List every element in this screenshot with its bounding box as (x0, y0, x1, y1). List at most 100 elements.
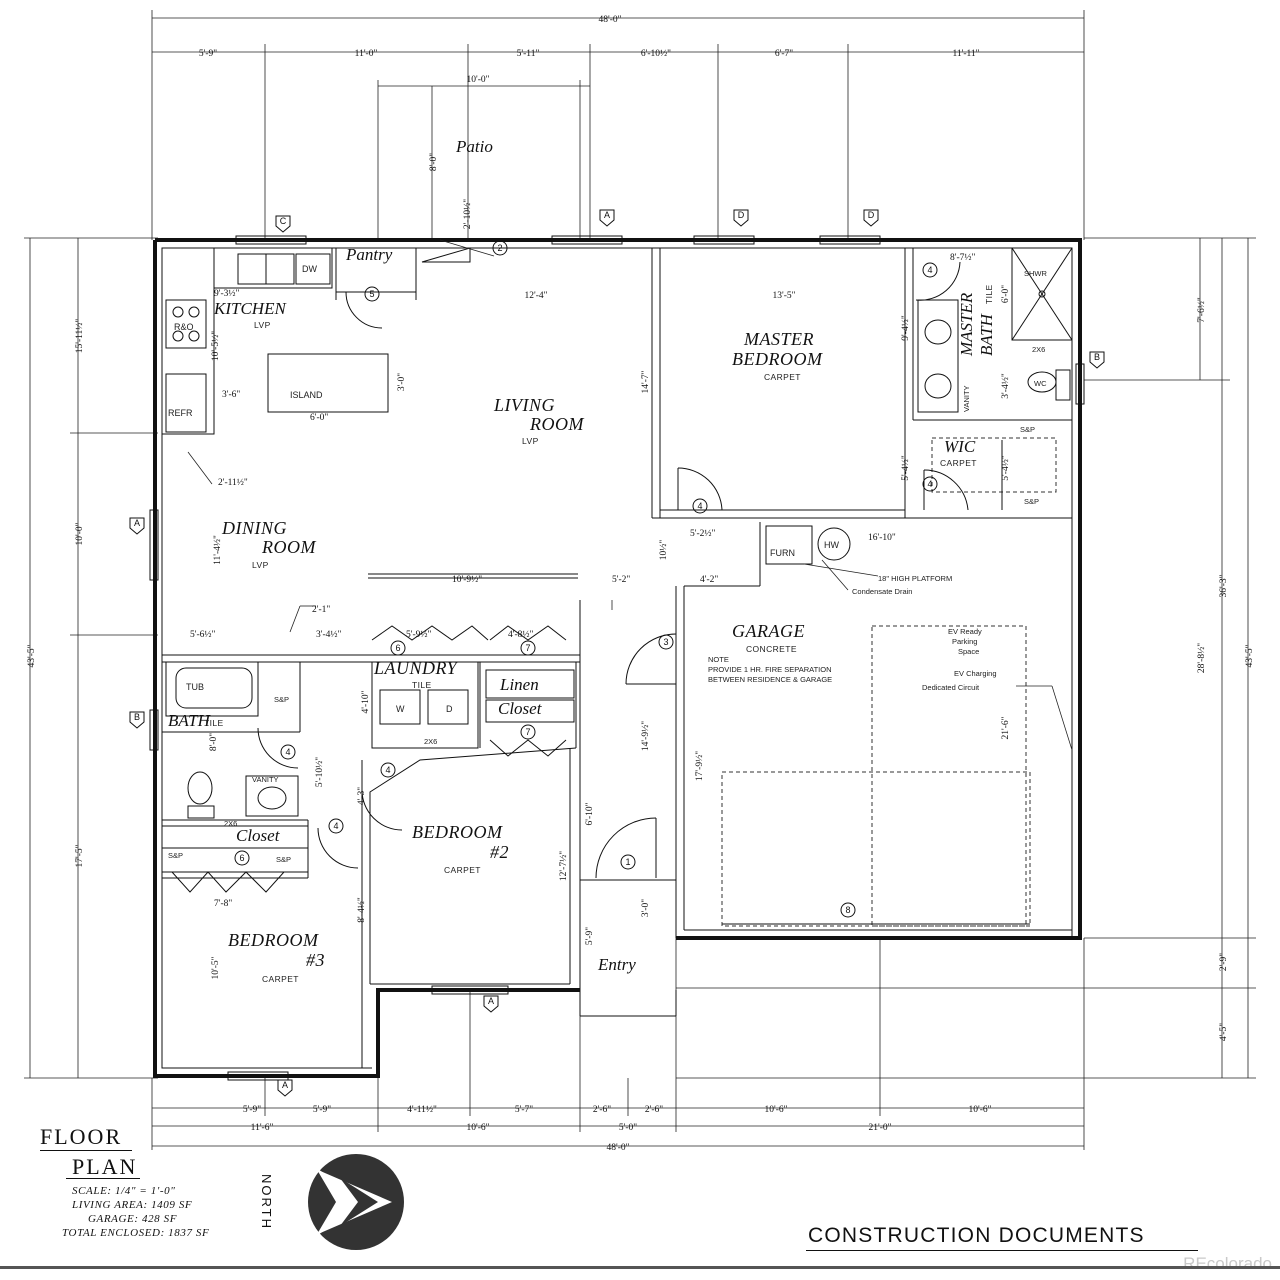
floor-plan-title-line2: PLAN (72, 1154, 138, 1179)
twox6-label: 2X6 (224, 819, 237, 828)
dim-bot-8: 10'-6" (968, 1105, 991, 1115)
dim-left-1: 15'-11½" (74, 319, 85, 354)
dim-bot-4: 5'-7" (515, 1105, 533, 1115)
dim-bot-6: 2'-6" (645, 1105, 663, 1115)
dim-entry-h1: 3'-0" (641, 899, 651, 917)
door-tag-4: 4 (333, 821, 338, 831)
door-tag-6: 6 (239, 853, 244, 863)
twox6-label: 2X6 (424, 737, 437, 746)
sp-label: S&P (1020, 425, 1035, 434)
room-master-line1: MASTER (743, 329, 814, 349)
garage-finish: CONCRETE (746, 644, 797, 654)
bedroom3-finish: CARPET (262, 974, 299, 984)
furn-label: FURN (770, 548, 795, 558)
room-closet: Closet (498, 699, 543, 718)
dim-living-w: 12'-4" (524, 291, 547, 301)
garage-area-text: GARAGE: 428 SF (88, 1213, 178, 1225)
dim-bot-3: 4'-11½" (407, 1104, 437, 1115)
dim-right-3: 2'-9" (1219, 953, 1229, 971)
dim-bath-h2: 5'-10½" (314, 757, 325, 787)
room-linen: Linen (499, 675, 539, 694)
door-tag-4: 4 (927, 479, 932, 489)
room-laundry: LAUNDRY (373, 658, 459, 678)
dim-entry-h2-wrap: 5'-9" (585, 927, 595, 945)
dim-bath-h3-wrap: 4'-3" (357, 787, 367, 805)
dim-patio-d-wrap: 8'-0" (429, 153, 439, 171)
room-dining-line2: ROOM (261, 537, 316, 557)
room-closet-bed3: Closet (236, 826, 281, 845)
dim-bed3-w: 7'-8" (214, 899, 232, 909)
window-tag-c: C (280, 216, 287, 226)
dim-hall-v2: 6'-10" (585, 802, 595, 825)
room-entry: Entry (597, 955, 636, 974)
ev-charging-line2: Dedicated Circuit (922, 683, 980, 692)
dim-top-3: 5'-11" (517, 49, 540, 59)
dim-top-5: 6'-7" (775, 49, 793, 59)
dim-garage-v1: 17'-9½" (694, 751, 705, 781)
room-living-line1: LIVING (493, 395, 555, 415)
dim-right-overall-wrap: 43'-5" (1245, 644, 1255, 667)
dim-kitchen-h-wrap: 10'-5½" (210, 331, 221, 361)
master-bath-finish: TILE (984, 284, 994, 304)
shwr-label: SHWR (1024, 269, 1047, 278)
door-tag-4: 4 (285, 747, 290, 757)
area-stats: SCALE: 1/4" = 1'-0" LIVING AREA: 1409 SF… (62, 1184, 209, 1240)
garage-note-line3: BETWEEN RESIDENCE & GARAGE (708, 675, 832, 684)
room-master-line2: BEDROOM (732, 349, 823, 369)
dim-island-d-wrap: 3'-0" (397, 373, 407, 391)
dim-top-2: 11'-0" (355, 49, 378, 59)
dim-garage-v2-wrap: 21'-6" (1001, 716, 1011, 739)
title-underline (40, 1150, 132, 1151)
island-label: ISLAND (290, 390, 323, 400)
dim-wic-h2-wrap: 5'-4½" (1000, 455, 1011, 481)
ev-ready-line2: Parking (952, 637, 977, 646)
dim-mb-h2: 3'-4½" (1000, 373, 1011, 399)
dim-patio-offset-wrap: 2'-10½" (462, 199, 473, 229)
master-finish: CARPET (764, 372, 801, 382)
dim-right-1-wrap: 7'-6½" (1196, 297, 1207, 323)
living-finish: LVP (522, 436, 539, 446)
dim-bot-2: 5'-9" (313, 1105, 331, 1115)
window-tag-a: A (134, 518, 140, 528)
master-bath-finish-wrap: TILE (984, 284, 994, 304)
dim-bot-7: 10'-6" (764, 1105, 787, 1115)
bottom-rule (0, 1266, 1280, 1269)
window-tag-b: B (1094, 352, 1100, 362)
dining-finish: LVP (252, 560, 269, 570)
title-underline-2 (66, 1178, 140, 1179)
ev-ready-line1: EV Ready (948, 627, 982, 636)
washer-label: W (396, 704, 405, 714)
room-bedroom2-line1: BEDROOM (412, 822, 503, 842)
door-tag-7: 7 (525, 643, 530, 653)
bedroom2-finish: CARPET (444, 865, 481, 875)
dim-shwr-d: 6'-0" (1001, 285, 1011, 303)
dim-patio-d: 8'-0" (429, 153, 439, 171)
total-enclosed-text: TOTAL ENCLOSED: 1837 SF (62, 1227, 210, 1239)
dim-overall-top: 48'-0" (598, 15, 621, 25)
room-bedroom3-line2: #3 (306, 950, 325, 970)
dim-dining-h-wrap: 11'-4½" (212, 535, 223, 565)
dim-wic-h-wrap: 5'-4½" (900, 455, 911, 481)
door-tag-4: 4 (697, 501, 702, 511)
dim-bath-row-5: 2'-1" (312, 605, 330, 615)
dim-garage-v1-wrap: 17'-9½" (694, 751, 705, 781)
ev-charging-line1: EV Charging (954, 669, 997, 678)
master-bath-label: MASTER (957, 292, 976, 357)
door-tag-5: 5 (369, 289, 374, 299)
dim-right-1: 7'-6½" (1196, 297, 1207, 323)
window-tag-a: A (488, 996, 494, 1006)
dim-island-d: 3'-0" (397, 373, 407, 391)
dim-bot-mid-3: 5'-0" (619, 1123, 637, 1133)
dim-kitchen-h: 10'-5½" (210, 331, 221, 361)
dim-mb-h1: 9'-4½" (900, 315, 911, 341)
dim-top-1: 5'-9" (199, 49, 217, 59)
door-tag-3: 3 (663, 637, 668, 647)
room-pantry: Pantry (345, 245, 393, 264)
dim-living-h: 14'-7" (641, 370, 651, 393)
dim-left-overall-wrap: 43'-5" (27, 644, 37, 667)
room-bedroom2-line2: #2 (490, 842, 509, 862)
dim-dining-h: 11'-4½" (212, 535, 223, 565)
sp-label: S&P (168, 851, 183, 860)
dim-left-2-wrap: 10'-0" (75, 522, 85, 545)
